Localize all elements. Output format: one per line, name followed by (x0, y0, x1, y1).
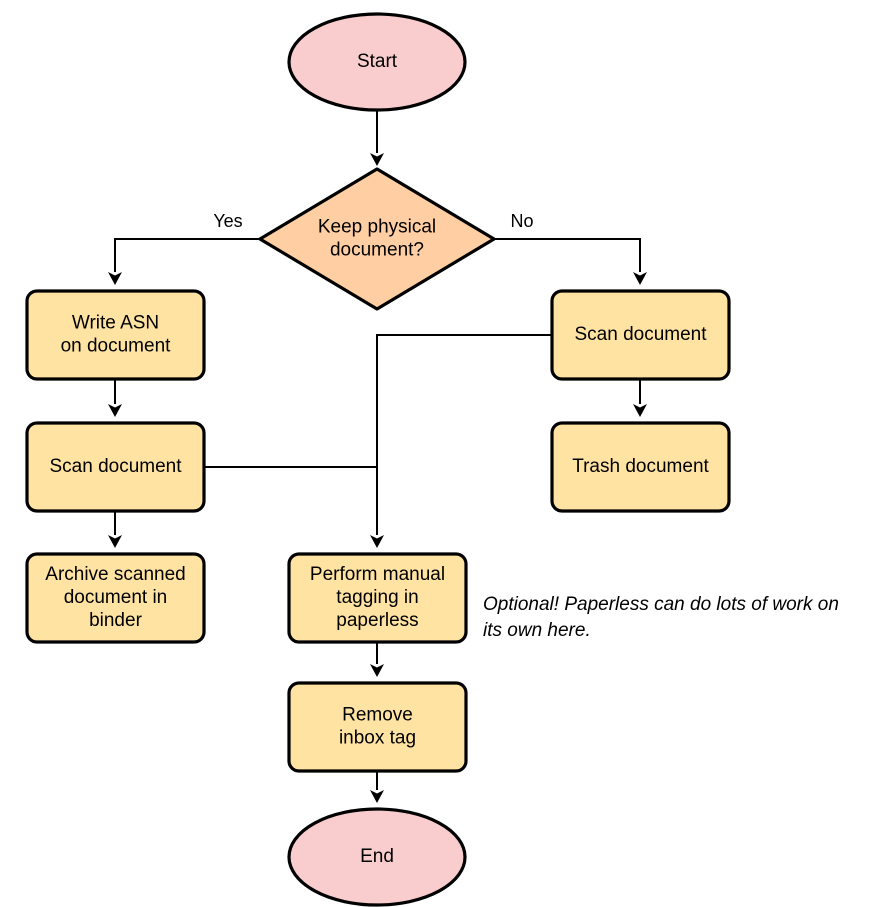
node-start[interactable]: Start (287, 12, 467, 112)
edge-arrowhead (108, 272, 122, 285)
decision-shape (258, 167, 496, 311)
edge-arrowhead (370, 790, 384, 803)
edge-arrowhead (633, 404, 647, 417)
edge-arrowhead (108, 535, 122, 548)
edge-scan-right-to-manual-tagging (370, 334, 552, 548)
process-shape (550, 421, 731, 513)
edge-path (494, 238, 641, 272)
process-shape (550, 289, 731, 381)
edge-arrowhead (370, 153, 384, 166)
edge-scan-left-to-archive (108, 511, 122, 548)
terminator-shape (287, 807, 467, 907)
node-trash-document[interactable]: Trash document (550, 421, 731, 513)
edge-scan-right-to-trash (633, 379, 647, 417)
edge-write-asn-to-scan-left (108, 379, 122, 417)
edge-start-to-decision (370, 110, 384, 166)
edge-label: Yes (213, 211, 242, 231)
process-shape (25, 552, 206, 644)
edge-path (376, 334, 552, 535)
annotations-layer: Optional! Paperless can do lots of work … (483, 594, 839, 641)
edge-label: No (510, 211, 533, 231)
process-shape (25, 289, 206, 381)
node-label: End (360, 846, 394, 867)
process-shape (287, 552, 468, 644)
edge-decision-no-to-scan-right: No (494, 211, 647, 285)
annotation-optional-note: Optional! Paperless can do lots of work … (483, 594, 839, 641)
edges-layer: Yes No (108, 110, 647, 803)
edge-arrowhead (370, 664, 384, 677)
process-shape (287, 681, 468, 773)
process-shape (25, 421, 206, 513)
node-scan-document-right[interactable]: Scan document (550, 289, 731, 381)
edge-path (114, 238, 260, 272)
edge-decision-yes-to-write-asn: Yes (108, 211, 260, 285)
node-label: Scan document (574, 324, 707, 345)
edge-arrowhead (108, 404, 122, 417)
edge-arrowhead (633, 272, 647, 285)
node-scan-document-left[interactable]: Scan document (25, 421, 206, 513)
node-label: Scan document (49, 456, 182, 477)
node-end[interactable]: End (287, 807, 467, 907)
terminator-shape (287, 12, 467, 112)
edge-manual-tagging-to-remove-inbox (370, 642, 384, 677)
node-label: Start (357, 51, 398, 72)
edge-remove-inbox-to-end (370, 771, 384, 803)
node-label: Trash document (572, 456, 709, 477)
edge-arrowhead (370, 535, 384, 548)
